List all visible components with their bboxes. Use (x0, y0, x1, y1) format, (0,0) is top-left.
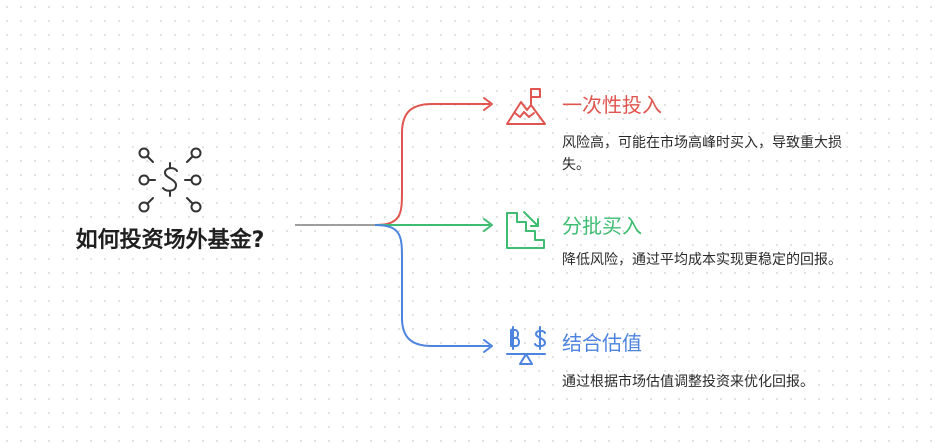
branch-line-blue (374, 224, 490, 347)
branch-title-lump-sum: 一次性投入 (562, 93, 662, 117)
descending-stairs-icon (504, 208, 548, 250)
branch-title-valuation: 结合估值 (562, 331, 642, 355)
arrowhead-blue (483, 339, 493, 353)
branch-line-red (374, 103, 490, 226)
branch-desc-lump-sum: 风险高，可能在市场高峰时买入，导致重大损失。 (562, 135, 842, 173)
branch-desc-valuation: 通过根据市场估值调整投资来优化回报。 (562, 374, 814, 390)
center-title: 如何投资场外基金? (75, 228, 265, 253)
investment-paths-icon (133, 143, 207, 215)
branch-title-batch-buying: 分批买入 (562, 214, 642, 238)
branch-desc-batch-buying: 降低风险，通过平均成本实现更稳定的回报。 (562, 252, 842, 268)
mountain-flag-icon (504, 86, 548, 128)
arrowhead-green (483, 218, 493, 232)
balance-scale-icon (504, 326, 548, 368)
arrowhead-red (483, 97, 493, 111)
